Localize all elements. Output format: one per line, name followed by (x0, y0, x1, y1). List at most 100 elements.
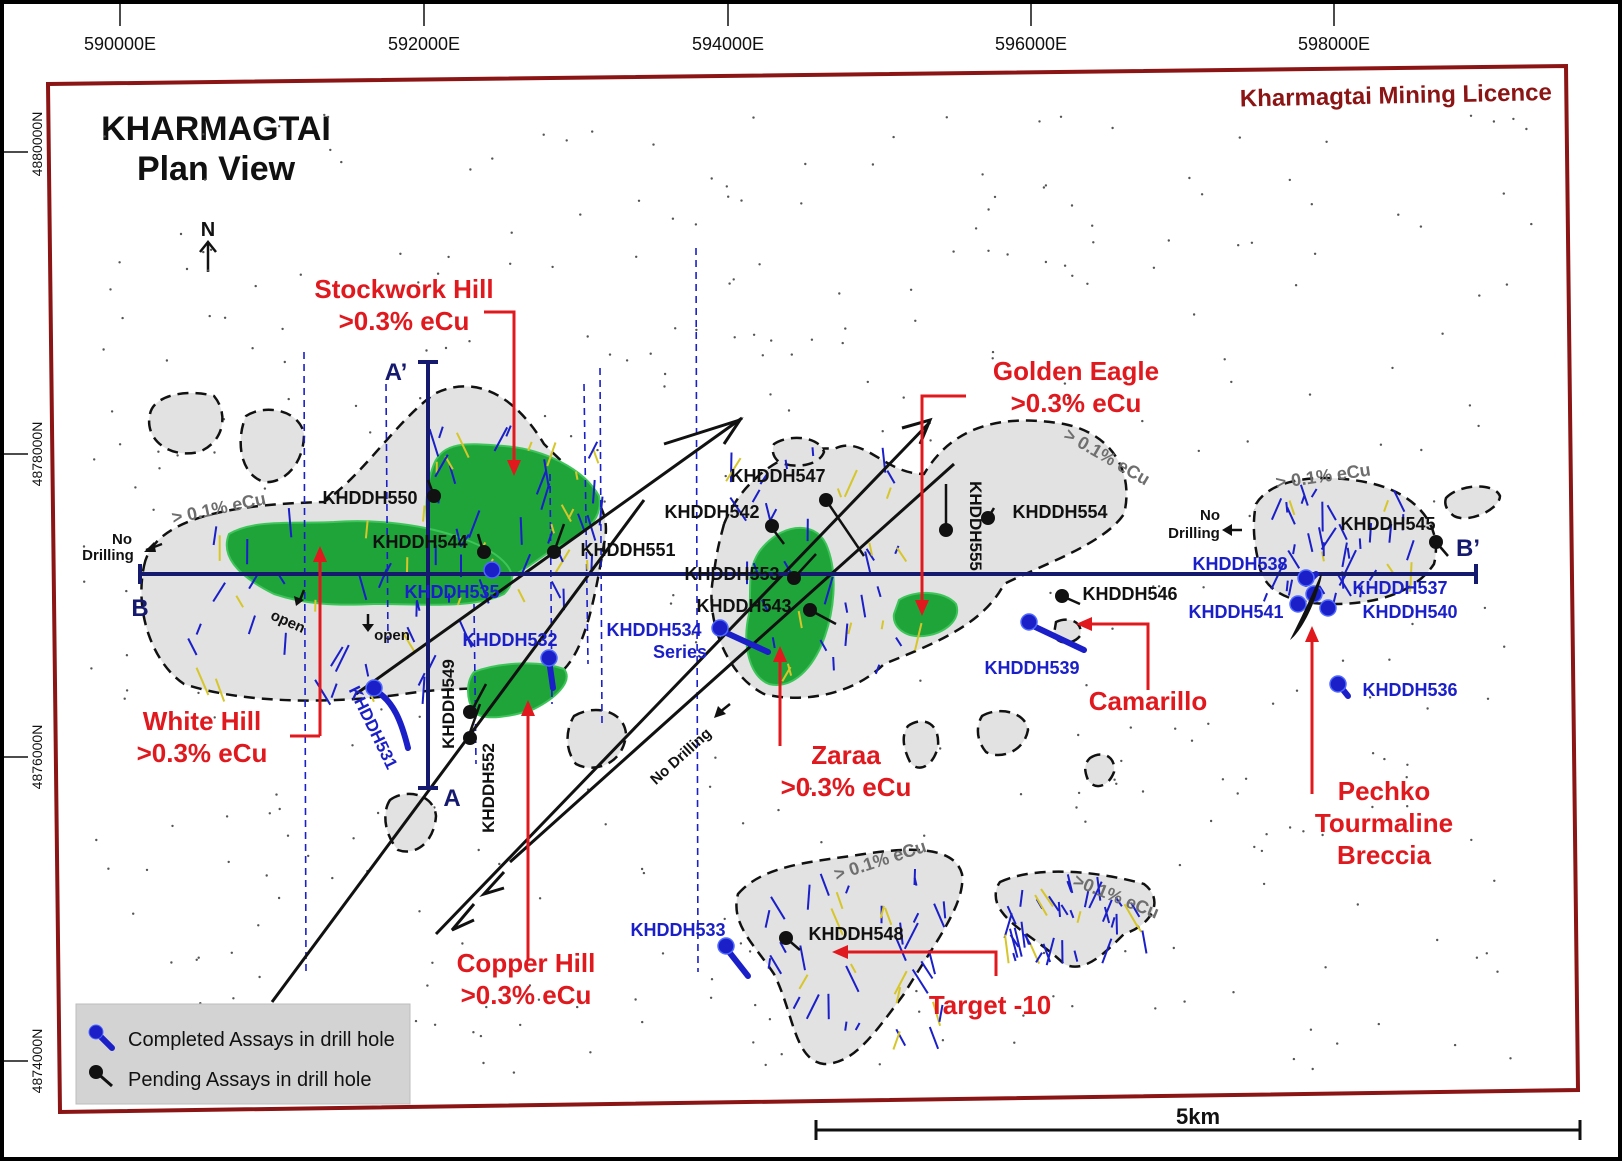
collar-dot (202, 133, 205, 136)
drill-trace (592, 449, 600, 464)
drill-trace (1103, 906, 1111, 924)
collar-dot (509, 262, 512, 265)
collar-dot (1441, 332, 1444, 335)
collar-dot (287, 397, 290, 401)
collar-dot (110, 410, 114, 413)
drill-trace (235, 595, 244, 608)
drill-trace (868, 542, 873, 556)
collar-dot (299, 273, 302, 276)
collar-dot (519, 1023, 522, 1027)
collar-dot (158, 467, 161, 470)
drill-trace (493, 426, 509, 452)
collar-dot (1477, 424, 1480, 428)
no-drilling-west: No Drilling (82, 531, 163, 564)
drill-trace (1012, 952, 1017, 962)
collar-dot (569, 435, 573, 438)
collar-dot (1336, 1042, 1339, 1045)
collar-dot (213, 716, 216, 719)
drill-trace (761, 599, 769, 613)
collar-dot (1397, 213, 1400, 216)
open-label-2: open (374, 627, 410, 644)
collar-dot (418, 910, 421, 913)
collar-dot (1209, 819, 1213, 823)
collar-dot (123, 697, 126, 700)
drill-trace (550, 523, 555, 534)
collar-dot (281, 327, 284, 331)
collar-dot (671, 217, 675, 220)
anomaly-nw1 (147, 391, 224, 455)
drill-trace (886, 470, 896, 484)
collar-dot (733, 336, 736, 339)
collar-dot (728, 282, 731, 285)
hole-label-khddh552: KHDDH552 (479, 743, 498, 833)
collar-dot (152, 508, 155, 511)
drill-trace (885, 487, 892, 500)
pechko-breccia-body (1290, 574, 1322, 640)
collar-dot (902, 396, 905, 399)
anomaly-target10 (735, 848, 964, 1066)
collar-dot (1295, 689, 1299, 692)
drill-trace (832, 656, 835, 671)
collar-dot (1236, 792, 1239, 795)
collar-dot (352, 837, 355, 840)
arrow-left-icon (144, 542, 163, 552)
drill-trace (928, 1026, 940, 1050)
hole-label-khddh544: KHDDH544 (372, 532, 467, 552)
drill-trace (195, 623, 202, 635)
target-arrowheads (313, 460, 1319, 959)
target-pechko: Pechko (1338, 776, 1431, 806)
collar-dot (1288, 826, 1292, 829)
collar-dot (1271, 702, 1275, 705)
drill-trace (460, 533, 470, 546)
collar-dot (604, 823, 607, 826)
completed-hole-symbols (365, 561, 1351, 979)
target-camarillo: Camarillo (1089, 686, 1208, 716)
licence-boundary (45, 63, 1581, 1115)
legend-pending-icon (89, 1065, 103, 1079)
drill-trace (806, 884, 811, 910)
drill-trace (468, 510, 481, 539)
collar-dot (1202, 586, 1205, 589)
drill-trace (880, 620, 885, 630)
hole-label-khddh535: KHDDH535 (404, 582, 499, 602)
drill-trace (1401, 514, 1405, 531)
arrow-open-1-icon (294, 589, 306, 606)
collar-dot (264, 127, 267, 130)
collar-dot (1120, 759, 1123, 763)
collar-dot (768, 1018, 772, 1021)
drill-trace (1073, 950, 1079, 962)
collar-dot (727, 195, 730, 198)
collar-dot (1221, 778, 1225, 781)
drill-trace (1035, 952, 1043, 963)
collar-dot (1207, 722, 1210, 725)
drill-trace (560, 504, 572, 522)
hole-label-khddh550: KHDDH550 (322, 488, 417, 508)
drill-trace (456, 596, 462, 606)
collar-dot (351, 744, 354, 747)
collar-dot (787, 409, 791, 412)
collar-dot (1292, 1057, 1296, 1061)
collar-dot (663, 372, 667, 376)
collar-dot (941, 1039, 945, 1042)
collar-dot (208, 314, 211, 318)
collar-dot (1377, 1022, 1381, 1026)
collar-dot (1493, 879, 1496, 882)
drill-trace (505, 425, 512, 437)
collar-dot (165, 359, 169, 362)
collar-dot (203, 178, 207, 181)
collar-dot (1178, 863, 1182, 867)
drill-trace (406, 626, 416, 643)
collar-dot (987, 249, 990, 252)
drill-trace (913, 868, 916, 886)
collar-dot (479, 1034, 483, 1038)
collar-dot (945, 116, 948, 119)
collar-dot (1038, 120, 1041, 123)
drill-trace (1083, 890, 1090, 908)
collar-dot (674, 327, 677, 330)
collar-dot (777, 808, 780, 812)
collar-dot (1485, 952, 1489, 955)
easting-label-596000: 596000E (995, 34, 1067, 54)
collar-dot (939, 747, 942, 750)
collar-dot (171, 824, 174, 828)
drill-trace (920, 960, 934, 980)
